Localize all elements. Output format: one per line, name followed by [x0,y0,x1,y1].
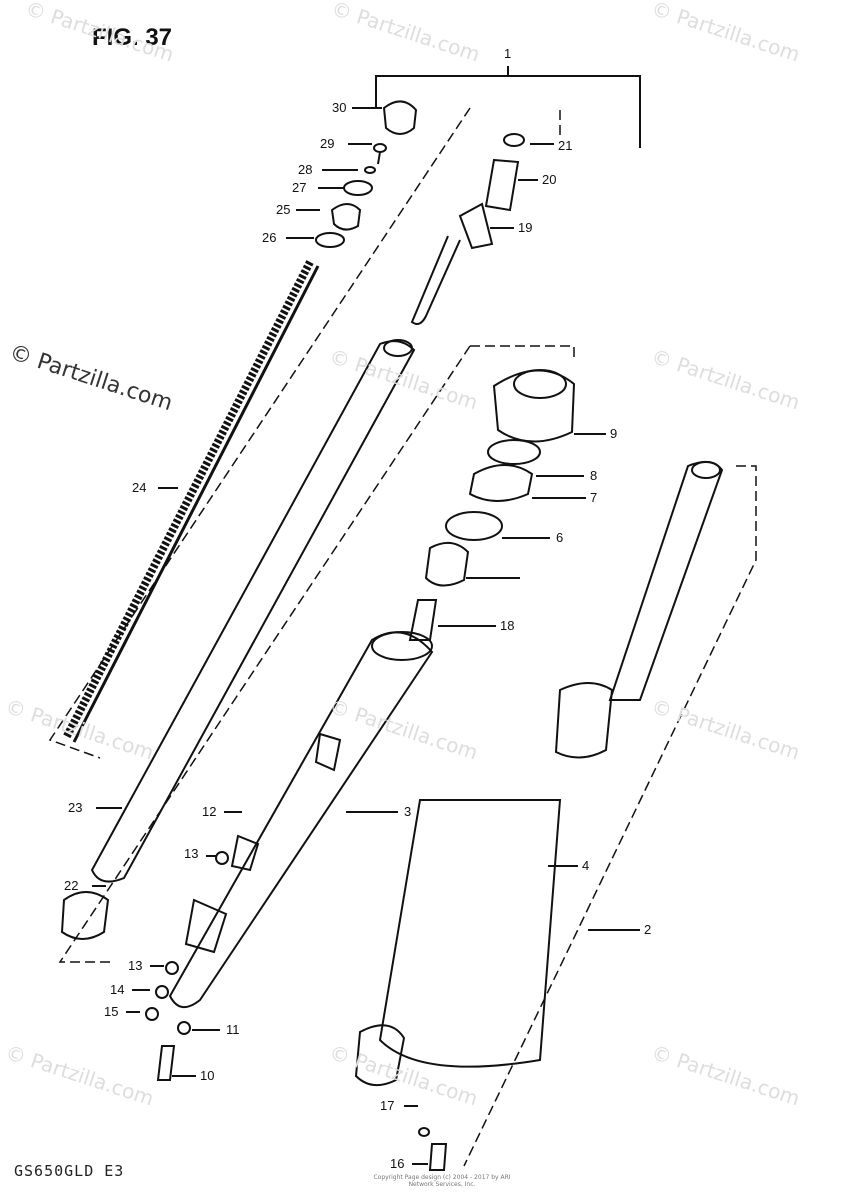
callout-label: 11 [226,1022,240,1037]
callout-label: 14 [110,982,125,997]
callout-label: 23 [68,800,83,815]
callout-label: 13 [128,958,143,973]
callout-label: 29 [320,136,335,151]
callout-label: 3 [404,804,412,819]
callout-label: 26 [262,230,277,245]
callout-label: 7 [590,490,598,505]
callout-label: 16 [390,1156,405,1171]
callout-label: 1 [504,46,512,61]
callout-label: 10 [200,1068,215,1083]
callout-label: 9 [610,426,618,441]
callout-label: 18 [500,618,515,633]
callout-label: 27 [292,180,307,195]
callout-label: 12 [202,804,217,819]
callout-label: 30 [332,100,347,115]
model-code: GS650GLD E3 [14,1162,125,1180]
callout-label: 8 [590,468,598,483]
callout-label: 28 [298,162,313,177]
callout-label: 22 [64,878,79,893]
callout-label: 20 [542,172,557,187]
callout-label: 25 [276,202,291,217]
callout-label: 24 [132,480,147,495]
callout-label: 17 [380,1098,395,1113]
callout-label: 13 [184,846,199,861]
callout-label: 19 [518,220,533,235]
callout-label: 6 [556,530,564,545]
copyright-note: Copyright Page design (c) 2004 - 2017 by… [373,1174,511,1188]
figure-title: FIG. 37 [92,24,173,51]
callout-label: 4 [582,858,590,873]
callout-label: 15 [104,1004,119,1019]
callout-label: 2 [644,922,652,937]
callout-label: 21 [558,138,573,153]
